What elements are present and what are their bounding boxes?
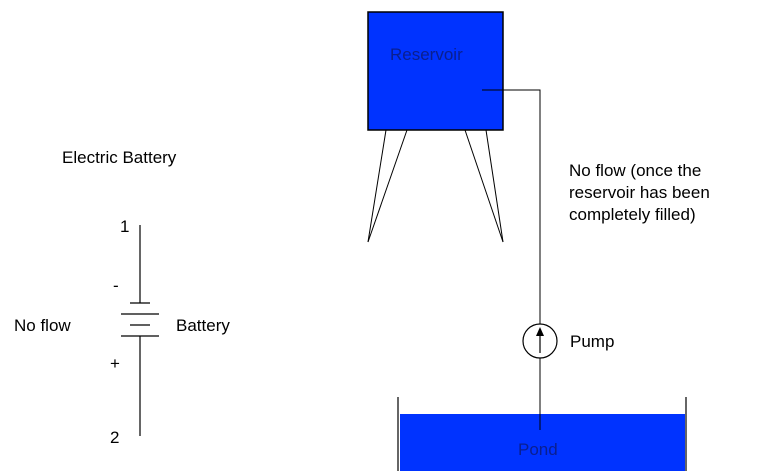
terminal-1-label: 1 (120, 217, 129, 236)
flow-note: No flow (once the reservoir has been com… (569, 161, 710, 224)
battery-circuit-title: Electric Battery (62, 148, 177, 167)
reservoir-tank (367, 11, 504, 131)
pump-label: Pump (570, 332, 614, 351)
water-system: Reservoir Pump Pond No flow (once the re… (367, 11, 710, 471)
reservoir-label: Reservoir (390, 45, 463, 64)
pond-water (400, 414, 685, 471)
pump-symbol (522, 323, 558, 359)
flow-note-line-2: reservoir has been (569, 183, 710, 202)
negative-sign: - (113, 276, 119, 295)
flow-note-line-1: No flow (once the (569, 161, 701, 180)
battery-symbol (121, 302, 159, 337)
flow-arrow-icon (536, 327, 544, 336)
pond-label: Pond (518, 440, 558, 459)
battery-circuit: Electric Battery 1 - + 2 No flow Battery (14, 148, 230, 447)
terminal-2-label: 2 (110, 428, 119, 447)
reservoir-legs (367, 129, 504, 243)
battery-label: Battery (176, 316, 230, 335)
no-flow-label: No flow (14, 316, 71, 335)
pipe-reservoir-to-pump (482, 89, 541, 324)
flow-note-line-3: completely filled) (569, 205, 696, 224)
positive-sign: + (110, 354, 120, 373)
